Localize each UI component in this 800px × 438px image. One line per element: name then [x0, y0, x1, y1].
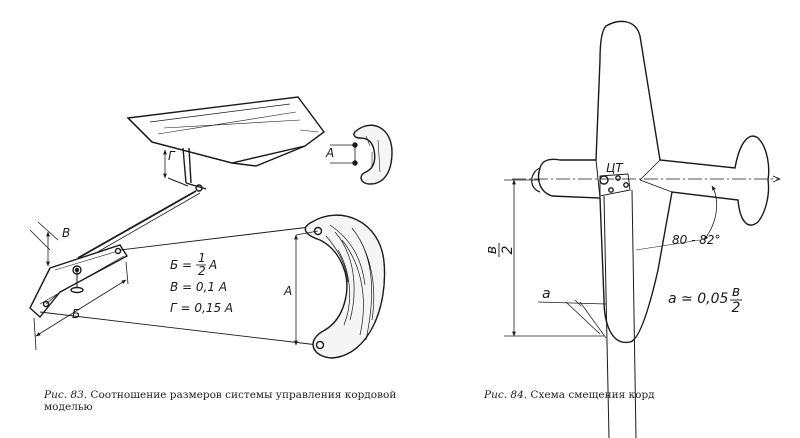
- dimension-lines-83: [29, 149, 319, 351]
- formula-B-numerator: 1: [198, 251, 206, 265]
- figure-84-aircraft: [504, 20, 782, 438]
- half-b-denominator: 2: [500, 245, 516, 254]
- label-B: Б: [72, 307, 80, 321]
- formula-B: Б = 1 2 A: [170, 251, 217, 278]
- formula-a-denominator: 2: [732, 300, 741, 316]
- formula-V: В = 0,1 А: [170, 280, 227, 294]
- label-A-small: А: [325, 146, 334, 160]
- label-a: a: [542, 286, 551, 302]
- formula-G: Г = 0,15 А: [170, 301, 233, 315]
- caption-84-prefix: Рис. 84.: [484, 389, 528, 401]
- elevator-horn: [167, 147, 207, 192]
- label-G: Г: [168, 149, 176, 163]
- label-angle: 80 - 82°: [672, 233, 721, 247]
- caption-84-text: Схема смещения корд: [527, 389, 655, 401]
- control-handle-large: [304, 214, 386, 359]
- half-b-numerator: в: [484, 246, 500, 254]
- caption-figure-83: Рис. 83. Соотношение размеров системы уп…: [44, 389, 404, 413]
- label-A: А: [283, 284, 292, 298]
- formula-B-denominator: 2: [198, 264, 206, 278]
- formula-a-numerator: в: [732, 284, 740, 300]
- caption-83-prefix: Рис. 83.: [44, 389, 88, 401]
- caption-figure-84: Рис. 84. Схема смещения корд: [484, 389, 784, 401]
- formula-B-lhs: Б =: [170, 258, 192, 272]
- figure-83-control-system: [29, 96, 393, 359]
- formula-B-rhs: A: [208, 258, 217, 272]
- formula-a-lhs: a ≃ 0,05: [668, 291, 728, 307]
- label-CT: ЦТ: [606, 161, 624, 175]
- label-half-b: в 2: [484, 243, 516, 257]
- aircraft-outline: [537, 20, 770, 343]
- formula-a: a ≃ 0,05 в 2: [668, 284, 742, 316]
- push-rod: [77, 190, 201, 262]
- control-handle-small: [330, 124, 393, 185]
- caption-83-text: Соотношение размеров системы управления …: [44, 389, 397, 413]
- label-V: В: [62, 226, 70, 240]
- elevator-surface: [126, 96, 325, 167]
